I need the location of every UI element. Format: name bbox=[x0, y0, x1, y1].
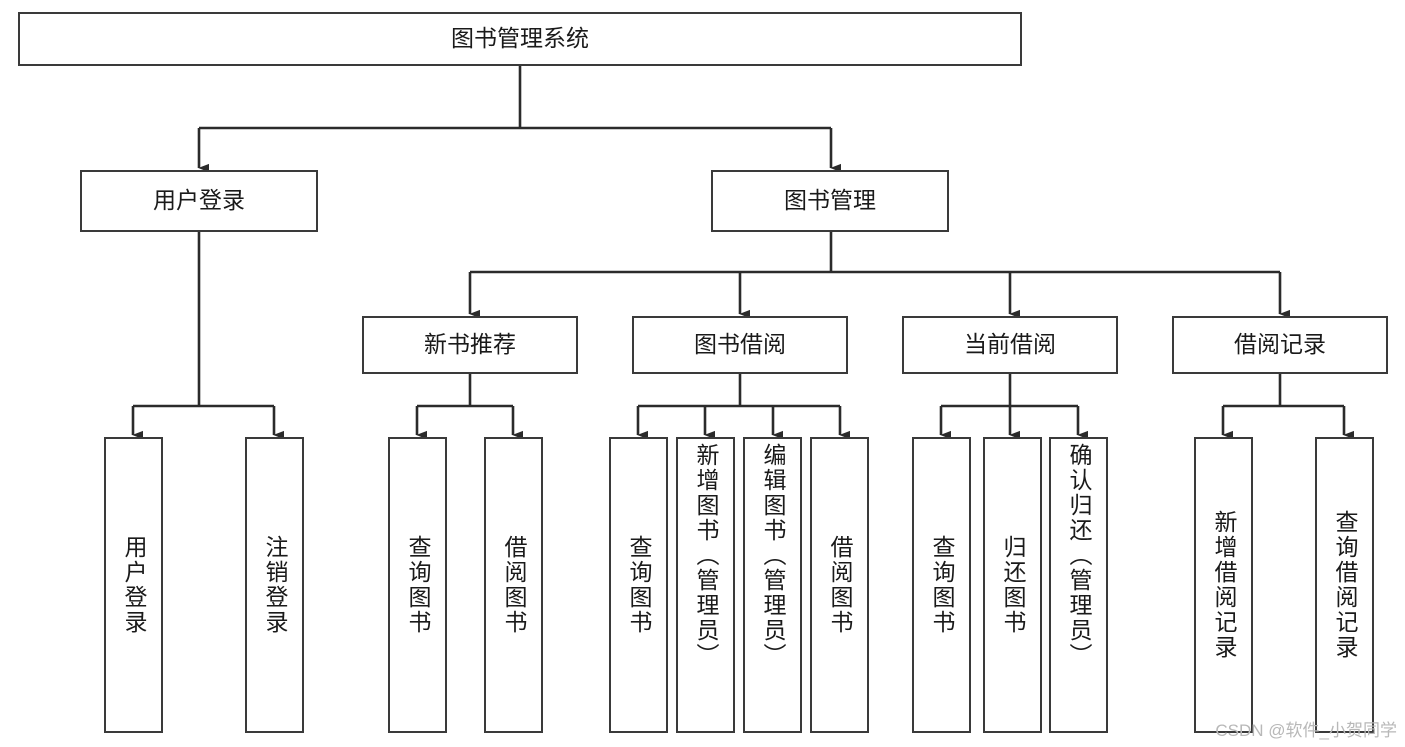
node-label: 注销登录 bbox=[262, 535, 288, 635]
node-label: 归还图书 bbox=[1000, 535, 1026, 635]
node-label: 当前借阅 bbox=[964, 331, 1056, 358]
leaf-current-borrow-query-book[interactable]: 查询图书 bbox=[912, 437, 971, 733]
node-label: 查询图书 bbox=[405, 535, 431, 635]
leaf-user-login-login[interactable]: 用户登录 bbox=[104, 437, 163, 733]
leaf-borrow-record-add-record[interactable]: 新增借阅记录 bbox=[1194, 437, 1253, 733]
node-label: 新增图书（管理员） bbox=[693, 443, 719, 668]
node-label: 借阅记录 bbox=[1234, 331, 1326, 358]
leaf-book-borrow-edit-book-admin[interactable]: 编辑图书（管理员） bbox=[743, 437, 802, 733]
node-label: 借阅图书 bbox=[501, 535, 527, 635]
node-label: 用户登录 bbox=[153, 187, 245, 214]
node-label: 查询借阅记录 bbox=[1332, 510, 1358, 660]
node-borrow-record[interactable]: 借阅记录 bbox=[1172, 316, 1388, 374]
watermark: CSDN @软件_小贺同学 bbox=[1215, 721, 1397, 740]
node-label: 图书管理系统 bbox=[451, 25, 589, 52]
node-label: 图书管理 bbox=[784, 187, 876, 214]
node-book-management[interactable]: 图书管理 bbox=[711, 170, 949, 232]
node-label: 图书借阅 bbox=[694, 331, 786, 358]
node-label: 确认归还（管理员） bbox=[1066, 443, 1092, 668]
leaf-book-borrow-add-book-admin[interactable]: 新增图书（管理员） bbox=[676, 437, 735, 733]
leaf-user-login-logout[interactable]: 注销登录 bbox=[245, 437, 304, 733]
node-label: 查询图书 bbox=[929, 535, 955, 635]
leaf-new-book-borrow-book[interactable]: 借阅图书 bbox=[484, 437, 543, 733]
leaf-new-book-query-book[interactable]: 查询图书 bbox=[388, 437, 447, 733]
node-user-login[interactable]: 用户登录 bbox=[80, 170, 318, 232]
node-label: 查询图书 bbox=[626, 535, 652, 635]
leaf-book-borrow-borrow-book[interactable]: 借阅图书 bbox=[810, 437, 869, 733]
node-book-borrow[interactable]: 图书借阅 bbox=[632, 316, 848, 374]
node-label: 新书推荐 bbox=[424, 331, 516, 358]
node-label: 用户登录 bbox=[121, 535, 147, 635]
leaf-current-borrow-confirm-return-admin[interactable]: 确认归还（管理员） bbox=[1049, 437, 1108, 733]
node-label: 编辑图书（管理员） bbox=[760, 443, 786, 668]
leaf-current-borrow-return-book[interactable]: 归还图书 bbox=[983, 437, 1042, 733]
node-label: 新增借阅记录 bbox=[1211, 510, 1237, 660]
node-current-borrow[interactable]: 当前借阅 bbox=[902, 316, 1118, 374]
node-root-book-management-system[interactable]: 图书管理系统 bbox=[18, 12, 1022, 66]
leaf-borrow-record-query-record[interactable]: 查询借阅记录 bbox=[1315, 437, 1374, 733]
leaf-book-borrow-query-book[interactable]: 查询图书 bbox=[609, 437, 668, 733]
node-new-book-recommend[interactable]: 新书推荐 bbox=[362, 316, 578, 374]
node-label: 借阅图书 bbox=[827, 535, 853, 635]
